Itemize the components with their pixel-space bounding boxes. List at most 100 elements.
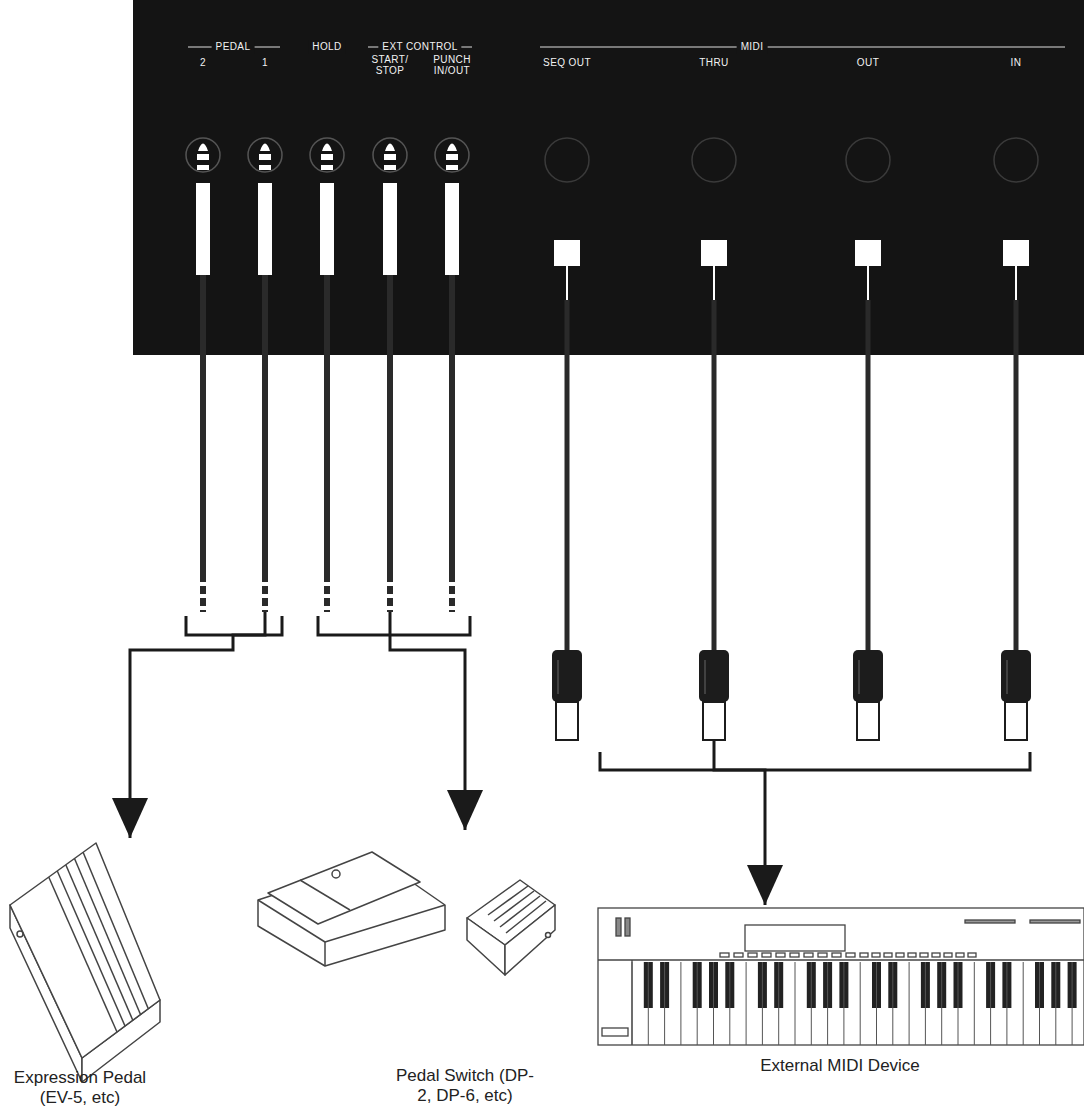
drawing-stroke [300,880,350,910]
drawing-stroke [66,865,133,1020]
drawing-stroke [447,582,457,586]
drawing-stroke [705,660,706,694]
drawing-stroke [447,144,457,152]
drawing-stroke [385,606,395,610]
drawing-stroke [322,606,332,610]
drawing-stroke [866,300,871,652]
drawing-stroke [198,594,208,598]
drawing-stroke [385,144,395,152]
drawing-stroke [552,650,582,702]
drawing-stroke [920,953,928,957]
drawing-stroke [712,300,717,652]
drawing-stroke [699,650,729,702]
drawing-stroke [467,918,505,975]
drawing-stroke [1030,920,1080,923]
drawing-stroke [956,953,964,957]
drawing-stroke [876,962,877,1045]
midi-device-node: External MIDI Device [595,905,1084,1080]
device-caption: Pedal Switch (DP-2, DP-6, etc) [394,1066,536,1106]
pedal-switch-dp2 [258,852,445,966]
drawing-stroke [446,165,458,170]
drawing-stroke [776,953,785,957]
drawing-stroke [387,275,393,612]
drawing-stroke [990,962,991,1045]
drawing-stroke [713,266,715,300]
drawing-stroke [625,918,630,936]
drawing-stroke [859,660,860,694]
drawing-stroke [965,920,1015,923]
drawing-stroke [867,266,869,300]
drawing-stroke [321,154,333,160]
drawing-stroke [384,165,396,170]
drawing-stroke [186,138,220,172]
drawing-stroke [701,240,727,266]
drawing-stroke [1007,660,1008,694]
drawing-stroke [446,154,458,160]
drawing-stroke [872,953,880,957]
drawing-stroke [322,582,332,586]
drawing-stroke [449,275,455,612]
drawing-stroke [268,852,420,924]
drawing-stroke [697,962,698,1045]
drawing-stroke [566,266,568,300]
drawing-stroke [258,183,272,275]
drawing-stroke [324,275,330,612]
drawing-stroke [703,702,725,740]
drawing-stroke [75,859,141,1015]
drawing-stroke [958,962,959,1045]
drawing-stroke [632,962,1077,1045]
panel-label: HOLD [308,40,345,54]
drawing-stroke [558,660,559,694]
drawing-stroke [321,165,333,170]
drawing-stroke [745,925,845,951]
drawing-stroke [600,752,1030,770]
drawing-stroke [259,165,271,170]
drawing-stroke [968,953,976,957]
panel-label: 1 [262,56,268,70]
drawing-stroke [734,953,743,957]
panel-label: EXT CONTROL [378,40,461,54]
drawing-stroke [1001,650,1031,702]
drawing-stroke [505,905,555,975]
drawing-stroke [546,933,551,938]
phone-jacks [186,138,469,612]
drawing-stroke [994,138,1038,182]
drawing-stroke [846,953,855,957]
drawing-stroke [1072,962,1073,1045]
drawing-stroke [383,183,397,275]
drawing-stroke [186,616,282,635]
expression-pedal [10,843,160,1082]
midi-jacks [545,138,1038,740]
panel-label: PEDAL [212,40,255,54]
drawing-stroke [827,962,828,1045]
drawing-stroke [778,962,779,1045]
drawing-stroke [932,953,940,957]
drawing-stroke [196,183,210,275]
drawing-stroke [720,953,729,957]
drawing-stroke [680,962,681,1045]
drawing-stroke [384,154,396,160]
drawing-stroke [260,582,270,586]
drawing-stroke [1005,702,1027,740]
drawing-stroke [385,582,395,586]
drawing-stroke [320,183,334,275]
drawing-stroke [860,953,868,957]
drawing-stroke [435,138,469,172]
drawing-stroke [925,962,926,1045]
drawing-stroke [855,240,881,266]
drawing-stroke [860,962,861,1045]
drawing-stroke [260,594,270,598]
drawing-stroke [729,962,730,1045]
drawing-stroke [385,594,395,598]
drawing-stroke [447,606,457,610]
drawing-stroke [598,908,1084,1045]
panel-label: START/ STOP [369,54,411,76]
drawing-stroke [445,183,459,275]
drawing-stroke [565,300,570,652]
drawing-stroke [616,918,621,936]
drawing-stroke [332,870,340,878]
drawing-stroke [10,843,160,1058]
drawing-stroke [248,138,282,172]
panel-label: 2 [200,56,206,70]
